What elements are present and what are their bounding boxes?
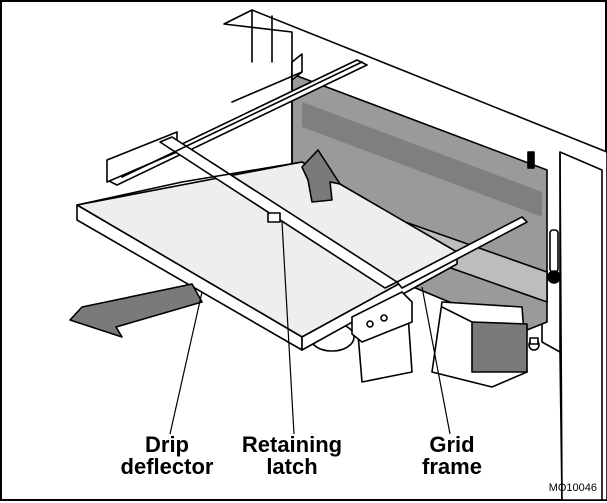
label-grid-frame: Grid frame <box>422 432 482 479</box>
retaining-latch <box>267 212 281 223</box>
figure-code: MO10046 <box>548 482 597 494</box>
pull-out-arrow <box>69 283 203 338</box>
leader-retaining-latch <box>281 221 295 435</box>
leader-drip-deflector <box>169 291 203 435</box>
door-latch-lever <box>549 229 559 273</box>
lift-up-arrow <box>301 149 341 203</box>
label-retaining-latch: Retaining latch <box>241 432 343 479</box>
label-drip-deflector: Drip deflector <box>120 432 214 479</box>
oven-side-face <box>559 151 603 501</box>
leader-grid-frame <box>421 286 451 435</box>
